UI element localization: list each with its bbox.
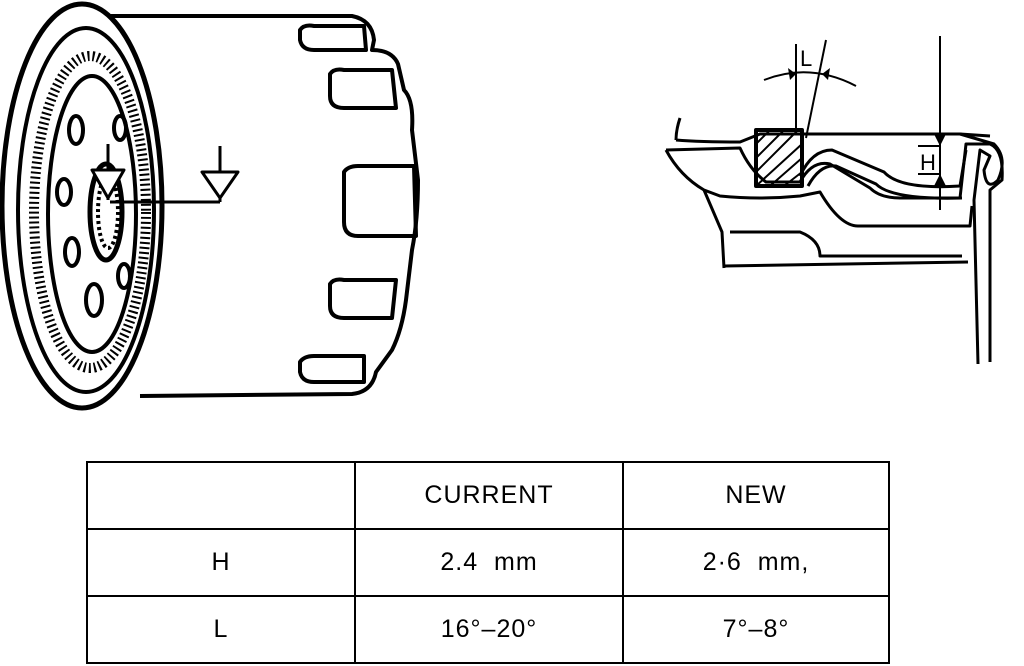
oil-filter-illustration: L H — [0, 1, 1004, 411]
row-current-value: 16°–20° — [354, 595, 624, 664]
diagram-label-h: H — [920, 150, 936, 175]
header-cell-new: NEW — [622, 461, 890, 530]
table-row: H 2.4 mm 2·6 mm, — [86, 528, 890, 597]
header-cell-blank — [86, 461, 356, 530]
table-header-row: CURRENT NEW — [86, 461, 890, 530]
spec-table: CURRENT NEW H 2.4 mm 2·6 mm, L 16°–20° 7… — [86, 461, 890, 664]
oil-filter-drawing — [0, 1, 420, 411]
table-row: L 16°–20° 7°–8° — [86, 595, 890, 664]
row-param: H — [86, 528, 356, 597]
row-new-value: 2·6 mm, — [622, 528, 890, 597]
row-current-value: 2.4 mm — [354, 528, 624, 597]
row-param: L — [86, 595, 356, 664]
gasket-section-drawing — [664, 36, 1004, 365]
diagram-label-l: L — [800, 46, 812, 71]
header-cell-current: CURRENT — [354, 461, 624, 530]
row-new-value: 7°–8° — [622, 595, 890, 664]
